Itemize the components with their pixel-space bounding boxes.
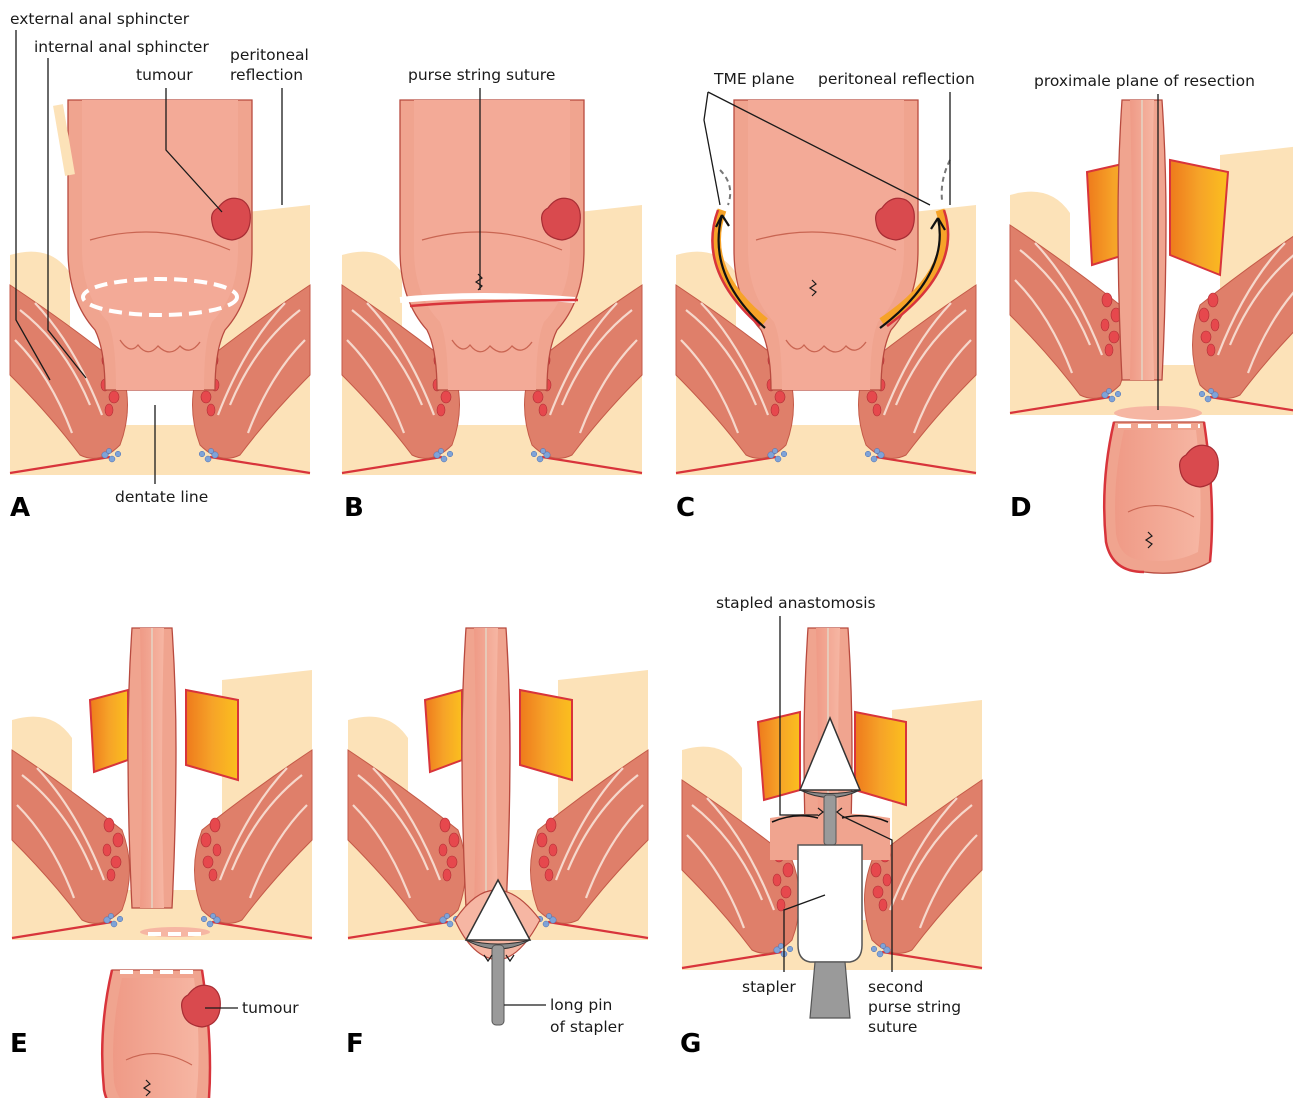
label-second-purse-2: purse string: [868, 998, 961, 1016]
label-stapler: stapler: [742, 978, 796, 996]
label-dentate-line: dentate line: [115, 488, 208, 506]
label-peritoneal-c: peritoneal reflection: [818, 70, 975, 88]
panel-c-illustration: [676, 100, 976, 475]
label-tme-plane: TME plane: [713, 70, 795, 88]
panel-g-illustration: [682, 628, 982, 1018]
panel-letter-b: B: [344, 493, 364, 523]
panel-e-illustration: [12, 628, 312, 1098]
label-peritoneal-a-2: reflection: [230, 66, 303, 84]
panel-letter-e: E: [10, 1029, 28, 1059]
label-peritoneal-a-1: peritoneal: [230, 46, 309, 64]
panel-letter-g: G: [680, 1029, 701, 1059]
label-internal-anal-sphincter: internal anal sphincter: [34, 38, 209, 56]
label-external-anal-sphincter: external anal sphincter: [10, 10, 190, 28]
panel-letter-f: F: [346, 1029, 364, 1059]
label-stapled-anastomosis: stapled anastomosis: [716, 594, 876, 612]
label-tumour-e: tumour: [242, 999, 299, 1017]
panel-letter-c: C: [676, 493, 695, 523]
panel-b-illustration: [342, 100, 642, 475]
label-long-pin-2: of stapler: [550, 1018, 624, 1036]
label-second-purse-1: second: [868, 978, 923, 996]
label-proximal-plane: proximale plane of resection: [1034, 72, 1255, 90]
label-tumour-a: tumour: [136, 66, 193, 84]
label-long-pin-1: long pin: [550, 996, 612, 1014]
label-purse-string-suture: purse string suture: [408, 66, 555, 84]
panel-f-illustration: [348, 628, 648, 1025]
label-second-purse-3: suture: [868, 1018, 917, 1036]
panel-letter-a: A: [10, 493, 30, 523]
panel-letter-d: D: [1010, 493, 1032, 523]
panel-d-illustration: [1010, 100, 1293, 573]
panel-a-illustration: [10, 100, 310, 475]
